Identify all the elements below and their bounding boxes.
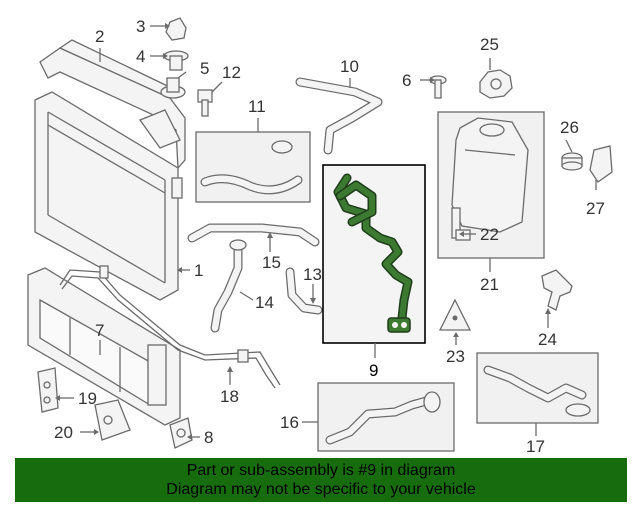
cap-25-icon bbox=[479, 69, 513, 99]
callout-8: 8 bbox=[204, 428, 213, 447]
radiator-core bbox=[34, 91, 183, 301]
callout-17: 17 bbox=[526, 437, 545, 456]
callout-lines bbox=[55, 23, 597, 440]
callout-10: 10 bbox=[340, 57, 359, 76]
hose-16 bbox=[325, 391, 441, 445]
callout-19: 19 bbox=[78, 389, 97, 408]
callout-labels: 1 2 3 4 5 6 7 8 9 10 11 12 13 14 15 16 1… bbox=[54, 17, 605, 456]
clip-3-icon bbox=[165, 17, 187, 41]
callout-6: 6 bbox=[402, 71, 411, 90]
hose-11 bbox=[200, 140, 303, 195]
warning-label-23-icon bbox=[438, 298, 472, 331]
callout-14: 14 bbox=[255, 293, 274, 312]
callout-24: 24 bbox=[538, 330, 557, 349]
callout-1: 1 bbox=[194, 261, 203, 280]
callout-4: 4 bbox=[136, 47, 145, 66]
hose-17 bbox=[483, 365, 591, 417]
hose-9-highlighted bbox=[333, 173, 413, 333]
callout-18: 18 bbox=[220, 387, 239, 406]
notice-banner: Part or sub-assembly is #9 in diagram Di… bbox=[15, 458, 627, 502]
banner-line-2: Diagram may not be specific to your vehi… bbox=[166, 481, 476, 498]
pipe-10 bbox=[295, 77, 383, 155]
bracket-27-icon bbox=[589, 145, 613, 183]
cap-26-icon bbox=[561, 152, 583, 171]
fan-shroud bbox=[27, 267, 181, 426]
callout-26: 26 bbox=[560, 118, 579, 137]
hose-13 bbox=[285, 267, 323, 315]
radiator-support bbox=[39, 39, 186, 170]
mount-5-icon bbox=[160, 77, 186, 99]
lower-bracket-20 bbox=[94, 399, 131, 441]
callout-21: 21 bbox=[480, 275, 499, 294]
callout-25: 25 bbox=[480, 35, 499, 54]
callout-20: 20 bbox=[54, 423, 73, 442]
pipe-18 bbox=[59, 265, 281, 389]
bolt-6-icon bbox=[429, 75, 447, 99]
callout-22: 22 bbox=[480, 225, 499, 244]
pipe-15 bbox=[187, 223, 320, 247]
callout-7: 7 bbox=[95, 321, 104, 340]
callout-2: 2 bbox=[95, 27, 104, 46]
lower-bracket-19 bbox=[37, 367, 59, 413]
callout-5: 5 bbox=[200, 59, 209, 78]
callout-11: 11 bbox=[248, 97, 266, 116]
callout-27: 27 bbox=[586, 199, 605, 218]
callout-9: 9 bbox=[369, 361, 378, 380]
bracket-8 bbox=[169, 417, 193, 449]
expansion-tank bbox=[451, 117, 529, 241]
hose-14 bbox=[210, 239, 247, 333]
callout-12: 12 bbox=[222, 63, 241, 82]
callout-16: 16 bbox=[280, 413, 299, 432]
sensor-12-icon bbox=[197, 89, 213, 117]
callout-15: 15 bbox=[262, 253, 281, 272]
bracket-24-icon bbox=[541, 269, 573, 311]
parts-diagram: 1 2 3 4 5 6 7 8 9 10 11 12 13 14 15 16 1… bbox=[27, 17, 613, 456]
callout-3: 3 bbox=[136, 17, 145, 36]
banner-line-1: Part or sub-assembly is #9 in diagram bbox=[186, 462, 456, 479]
callout-13: 13 bbox=[303, 265, 322, 284]
clip-4-icon bbox=[163, 50, 189, 71]
callout-23: 23 bbox=[446, 347, 465, 366]
